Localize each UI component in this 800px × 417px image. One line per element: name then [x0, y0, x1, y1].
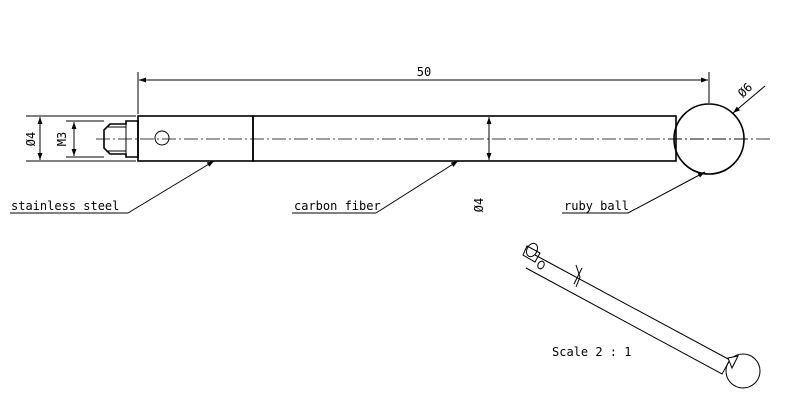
shaft-diameter-dimension: Ø4: [472, 117, 492, 212]
thread-section: [103, 120, 139, 158]
callout-carbon-fiber-text: carbon fiber: [294, 199, 381, 213]
length-dimension-text: 50: [417, 65, 431, 79]
callout-stainless-steel: stainless steel: [10, 160, 215, 214]
ball-diameter-dimension: Ø6: [732, 80, 766, 114]
cross-hole: [154, 130, 170, 146]
thread-diameter-text: Ø4: [24, 132, 38, 146]
shaft-diameter-text: Ø4: [472, 198, 486, 212]
thread-diameter-dimension: Ø4: [24, 115, 136, 162]
carbon-fiber-body: [252, 115, 677, 162]
thread-dimension: M3: [55, 120, 104, 158]
thread-dimension-text: M3: [55, 132, 69, 146]
callout-carbon-fiber: carbon fiber: [292, 160, 459, 214]
scale-label: Scale 2 : 1: [552, 345, 631, 359]
callout-ruby-ball: ruby ball: [562, 171, 706, 214]
callout-ruby-ball-text: ruby ball: [564, 199, 629, 213]
isometric-ruby-ball: [725, 353, 761, 389]
callout-stainless-steel-text: stainless steel: [11, 199, 119, 213]
stylus-isometric-view: [522, 242, 761, 389]
stylus-front-view: [96, 103, 770, 175]
length-dimension: 50: [137, 65, 710, 114]
